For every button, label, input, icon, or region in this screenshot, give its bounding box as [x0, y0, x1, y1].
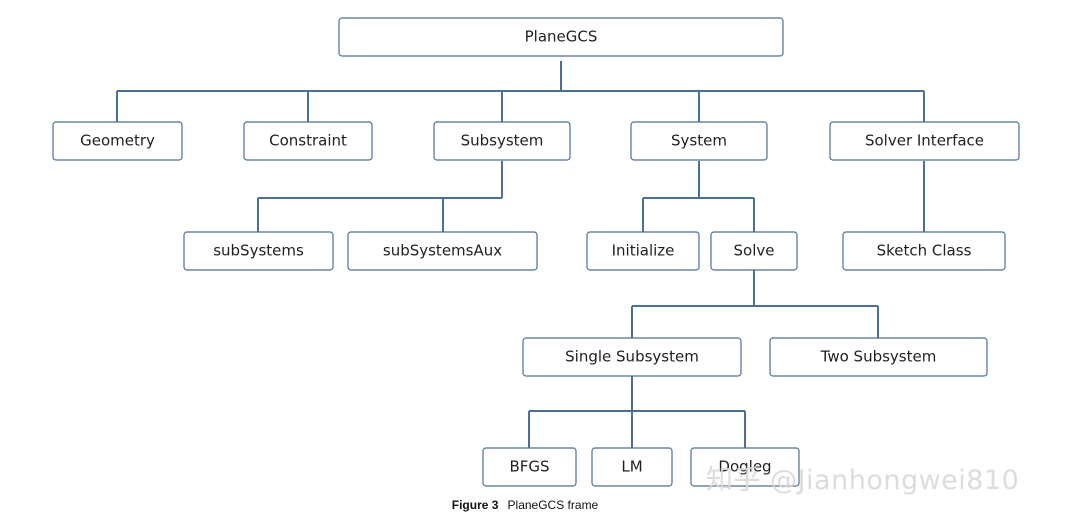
node-label-subsystems: subSystems [213, 242, 304, 260]
node-label-constraint: Constraint [269, 132, 347, 150]
node-single-subsystem: Single Subsystem [522, 337, 742, 377]
node-initialize: Initialize [586, 231, 700, 271]
nodes: PlaneGCS Geometry Constraint Subsystem S… [52, 17, 1020, 487]
node-label-solve: Solve [734, 242, 775, 260]
node-geometry: Geometry [52, 121, 183, 161]
watermark: 知乎 @Jianhongwei810 [706, 465, 1019, 496]
node-two-subsystem: Two Subsystem [769, 337, 988, 377]
node-solve: Solve [710, 231, 798, 271]
node-label-solver-interface: Solver Interface [865, 132, 984, 150]
node-planegcs: PlaneGCS [338, 17, 784, 57]
node-label-planegcs: PlaneGCS [525, 28, 598, 46]
node-label-initialize: Initialize [612, 242, 675, 260]
connector-lines [116, 61, 925, 448]
figure-caption: Figure 3 PlaneGCS frame [452, 494, 599, 513]
node-label-subsystems-aux: subSystemsAux [383, 242, 502, 260]
node-label-dogleg: Dogleg [718, 458, 771, 476]
node-system: System [630, 121, 768, 161]
node-sketch-class: Sketch Class [842, 231, 1006, 271]
node-label-system: System [671, 132, 727, 150]
node-dogleg: Dogleg [690, 447, 800, 487]
figure-caption-label: Figure 3 [452, 498, 499, 512]
node-solver-interface: Solver Interface [829, 121, 1020, 161]
node-label-sketch-class: Sketch Class [877, 242, 972, 260]
node-label-two-subsystem: Two Subsystem [820, 348, 937, 366]
node-label-single-subsystem: Single Subsystem [565, 348, 699, 366]
node-constraint: Constraint [243, 121, 373, 161]
node-label-bfgs: BFGS [509, 458, 549, 476]
node-bfgs: BFGS [482, 447, 577, 487]
figure-caption-text: PlaneGCS frame [508, 498, 599, 512]
node-subsystems-aux: subSystemsAux [347, 231, 538, 271]
node-label-subsystem: Subsystem [461, 132, 544, 150]
node-lm: LM [591, 447, 673, 487]
node-subsystem: Subsystem [433, 121, 571, 161]
node-label-geometry: Geometry [80, 132, 155, 150]
node-label-lm: LM [621, 458, 642, 476]
node-subsystems: subSystems [183, 231, 334, 271]
